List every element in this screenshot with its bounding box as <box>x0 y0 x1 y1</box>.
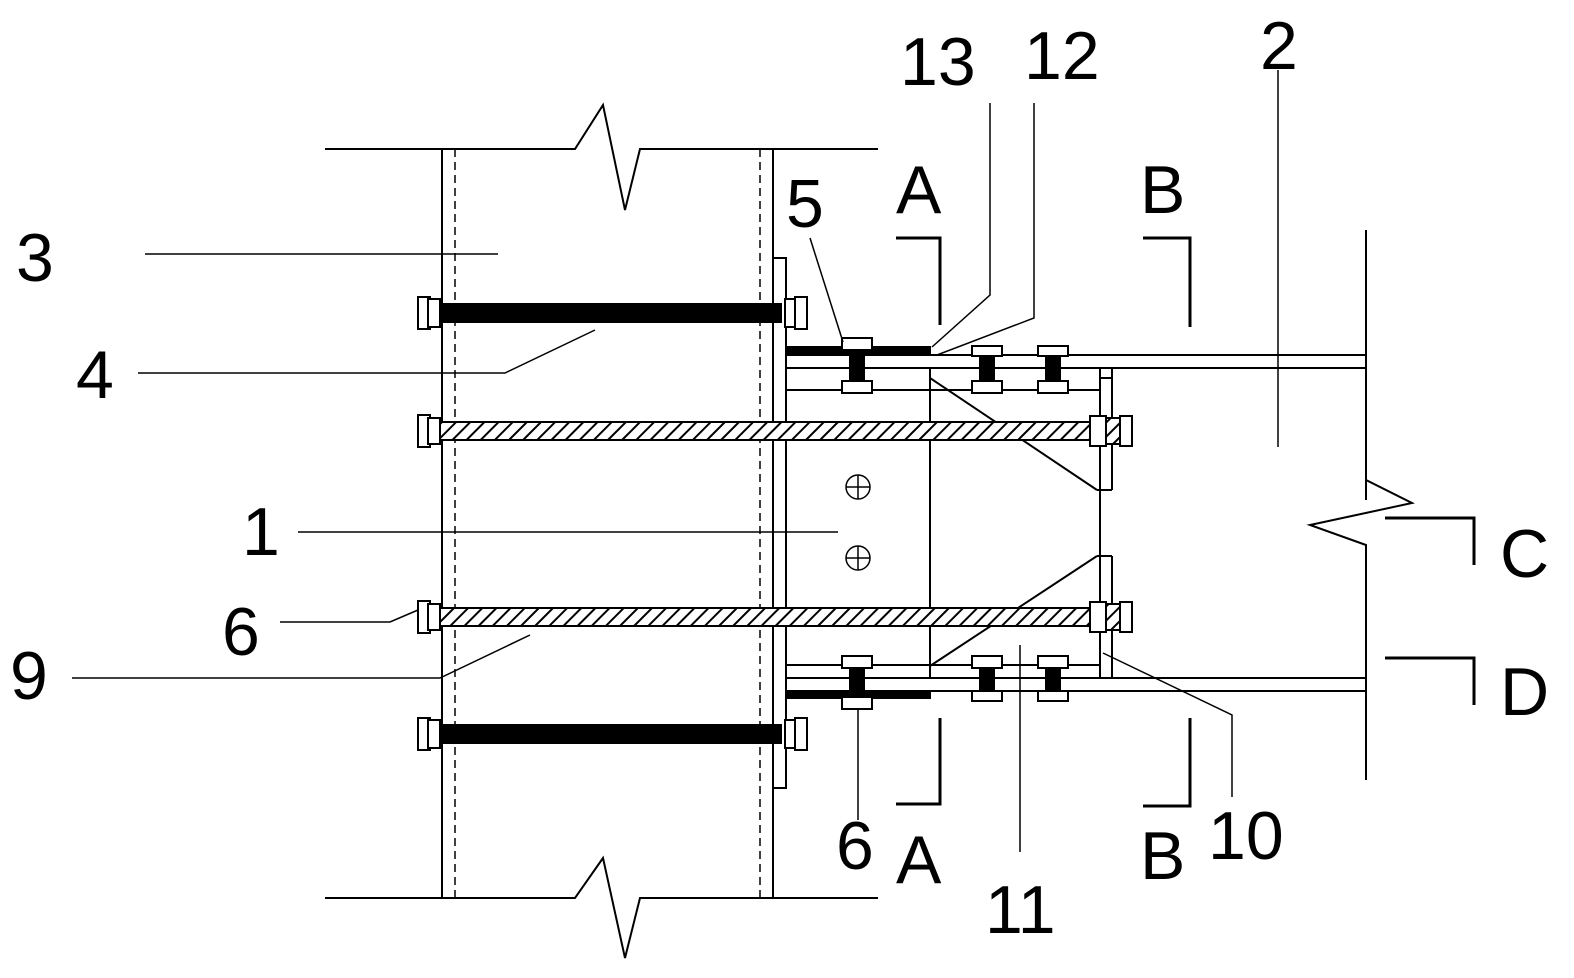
label-4: 4 <box>76 337 114 413</box>
threaded-rods <box>417 414 1133 634</box>
section-label-a-bottom: A <box>896 822 942 898</box>
section-label-b-top: B <box>1140 152 1186 228</box>
connector-body-1 <box>785 368 1113 678</box>
flange-bolt <box>1037 345 1069 394</box>
flange-bolt <box>841 655 873 710</box>
flange-bolt <box>1037 655 1069 702</box>
label-5: 5 <box>786 166 824 242</box>
label-13: 13 <box>900 24 976 100</box>
label-3: 3 <box>16 220 54 296</box>
flange-bolt <box>971 655 1003 702</box>
flange-bolt <box>971 345 1003 394</box>
label-6-left: 6 <box>222 594 260 670</box>
flange-bolt <box>841 337 873 394</box>
label-12: 12 <box>1024 18 1100 94</box>
section-label-c: C <box>1500 516 1550 592</box>
section-label-d: D <box>1500 654 1550 730</box>
label-1: 1 <box>242 494 280 570</box>
cover-plates-13 <box>786 346 931 699</box>
end-plate <box>772 257 787 789</box>
flange-bolts-5 <box>841 337 1069 710</box>
section-cut-marks <box>896 236 1476 808</box>
label-10: 10 <box>1208 798 1284 874</box>
through-bolts-4 <box>417 296 808 751</box>
label-11: 11 <box>985 872 1056 948</box>
section-label-a-top: A <box>896 152 942 228</box>
leader-lines <box>72 70 1279 852</box>
section-label-b-bottom: B <box>1140 818 1186 894</box>
pin-holes <box>845 474 871 571</box>
label-6-bottom: 6 <box>836 808 874 884</box>
label-2: 2 <box>1260 8 1298 84</box>
label-9: 9 <box>10 638 48 714</box>
